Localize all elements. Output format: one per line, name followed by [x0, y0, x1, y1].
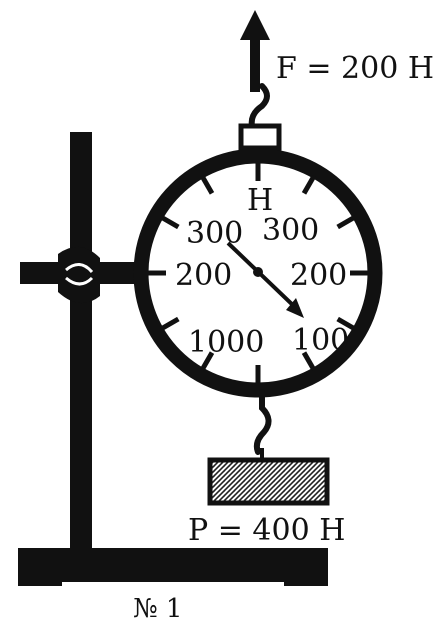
- dial-unit-label: Н: [247, 183, 273, 218]
- clamp: [20, 246, 135, 304]
- stand-rod: [70, 132, 92, 552]
- stand-base: [18, 548, 328, 582]
- hook-icon: [248, 83, 270, 129]
- dial-tick: [199, 174, 215, 195]
- figure-caption: № 1: [133, 594, 182, 624]
- dial-tick: [336, 214, 357, 230]
- dial-label-lower-left: 1000: [188, 325, 264, 360]
- stand-foot-right: [284, 578, 328, 586]
- force-bottom-label: P = 400 Н: [188, 513, 345, 548]
- stand-foot-left: [18, 578, 62, 586]
- weight: [207, 457, 330, 506]
- dial-label-upper-left: 300: [186, 216, 243, 251]
- dial-label-upper-right: 300: [262, 213, 319, 248]
- dial-ticks: [146, 161, 370, 385]
- dial-tick: [301, 351, 317, 372]
- dial-label-middle-left: 200: [175, 258, 232, 293]
- dial-needle: [226, 241, 304, 318]
- dial-tick: [199, 351, 215, 372]
- up-arrow-icon: [240, 10, 270, 92]
- dial-label-middle-right: 200: [290, 258, 347, 293]
- dial-tick: [336, 316, 357, 332]
- dial-tick: [159, 214, 180, 230]
- dial-tick: [301, 174, 317, 195]
- bottom-hook-icon: [253, 389, 272, 455]
- dial-tick: [159, 316, 180, 332]
- top-mount: [238, 123, 282, 151]
- dial-label-lower-right: 100: [292, 323, 349, 358]
- force-top-label: F = 200 Н: [276, 51, 434, 86]
